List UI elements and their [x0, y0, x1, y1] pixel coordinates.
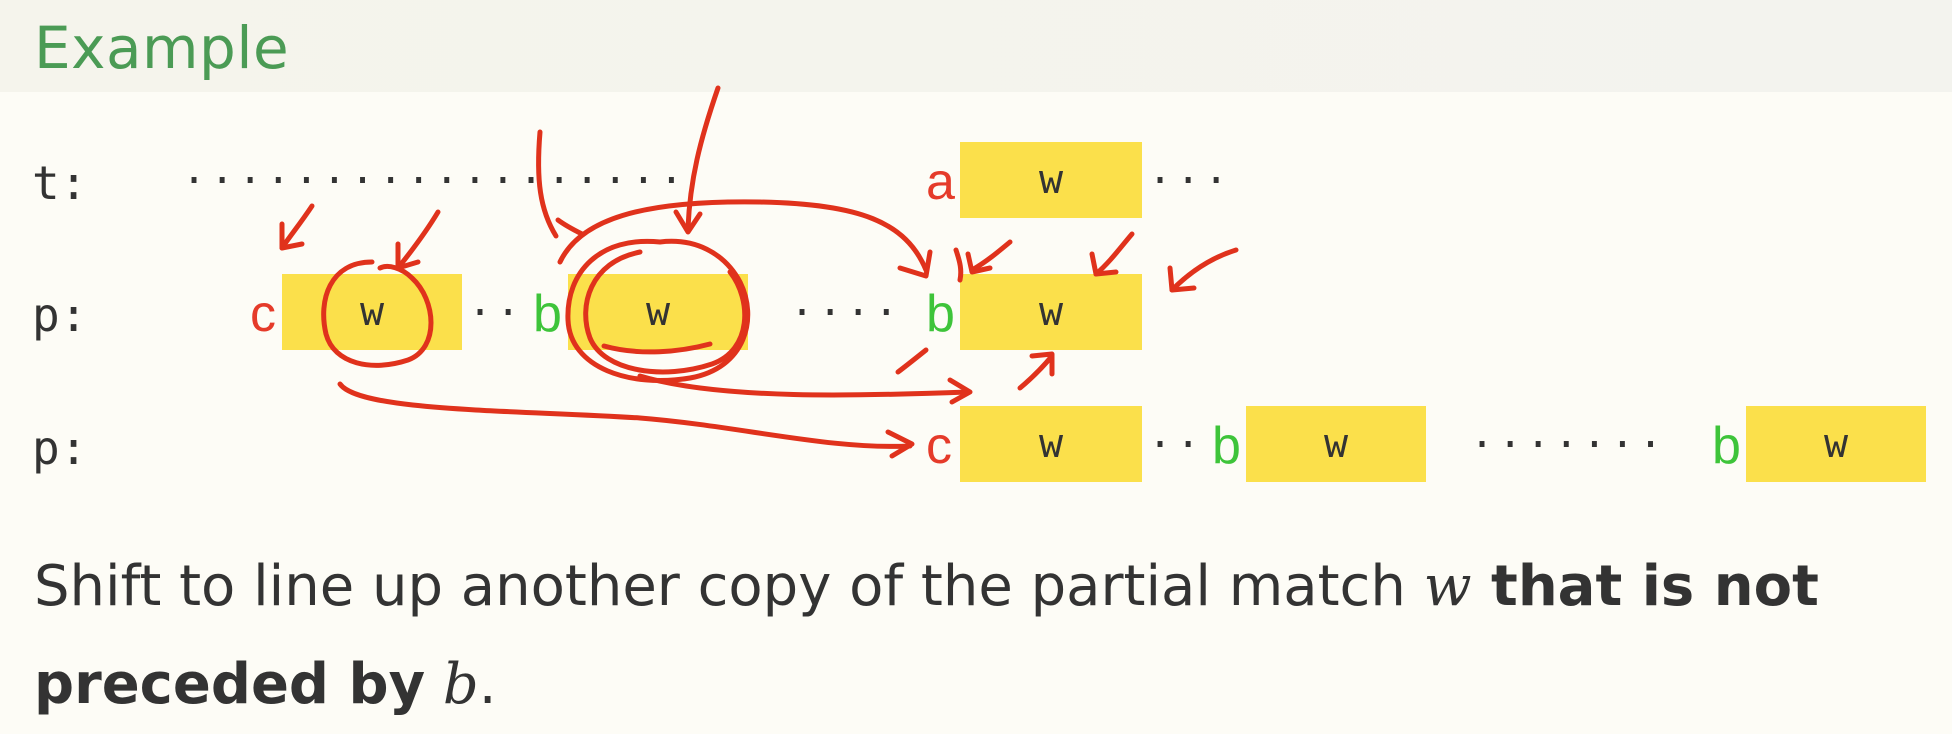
row-p2-box-w3: w: [1746, 406, 1926, 482]
row-p2-char-b2: b: [1712, 417, 1741, 475]
ink-arrow-4-head: [965, 251, 993, 275]
caption-text-1: Shift to line up another copy of the par…: [34, 554, 1424, 619]
ink-arrow-2-head: [395, 241, 421, 271]
ink-arc-top: [557, 199, 929, 273]
ink-curve-w1-to-p2: [337, 381, 913, 449]
ink-stroke-v2-head: [673, 209, 703, 235]
ink-curve-w2-head: [947, 377, 973, 405]
ink-circle-w2-outer: [565, 238, 751, 383]
row-p1-box-w2: w: [568, 274, 748, 350]
ink-arrow-2: [395, 209, 441, 271]
row-p1-label: p:: [32, 288, 88, 342]
caption-period: .: [478, 652, 497, 717]
ink-arrow-7: [895, 347, 929, 375]
ink-arc-top-head: [897, 249, 933, 279]
row-t-dots: ..................: [182, 147, 688, 193]
caption-bold-2: preceded by: [34, 652, 426, 717]
row-p1-char-c: c: [250, 285, 276, 343]
ink-arrow-6: [1169, 247, 1239, 293]
row-p1-char-b2: b: [926, 285, 955, 343]
ink-arrow-6-head: [1167, 265, 1197, 293]
caption: Shift to line up another copy of the par…: [34, 538, 1934, 734]
ink-arrow-8-head: [1029, 351, 1055, 377]
row-p2-char-c: c: [926, 417, 952, 475]
ink-stroke-v1-head: [555, 217, 585, 237]
ink-arrow-5-head: [1089, 251, 1119, 277]
ink-annotations: [279, 85, 1239, 459]
ink-stroke-v1: [536, 129, 559, 239]
ink-circle-w1: [321, 259, 434, 368]
row-p2-dots2: .......: [1470, 411, 1667, 457]
caption-var-b: b: [442, 652, 479, 717]
ink-arrow-8: [1017, 353, 1055, 391]
row-p1-dots1: ..: [468, 279, 525, 325]
slide-title: Example: [34, 14, 290, 82]
row-p1-char-b1: b: [533, 285, 562, 343]
caption-var-w: w: [1423, 554, 1472, 619]
title-band: [0, 0, 1952, 92]
row-p2-dots1: ..: [1148, 411, 1205, 457]
ink-arrow-5: [1093, 231, 1135, 277]
ink-arrow-1: [279, 203, 315, 251]
ink-curve-w2-to-p2: [637, 373, 971, 398]
row-p1-box-w3: w: [960, 274, 1142, 350]
ink-arrow-1-head: [279, 221, 305, 251]
caption-bold-1: that is not: [1471, 554, 1819, 619]
row-p2-box-w2: w: [1246, 406, 1426, 482]
row-t-char-a: a: [926, 153, 955, 211]
ink-curve-w1-head: [885, 429, 915, 459]
ink-circle-w2-inner: [583, 249, 748, 375]
row-p2-box-w1: w: [960, 406, 1142, 482]
row-p2-char-b1: b: [1212, 417, 1241, 475]
row-p2-label: p:: [32, 421, 88, 475]
ink-stroke-v2: [685, 85, 721, 231]
ink-arrow-3: [953, 247, 964, 283]
ink-scribble-w2: [601, 341, 713, 355]
row-t-box-w: w: [960, 142, 1142, 218]
ink-arrow-4: [969, 239, 1013, 273]
row-t-label: t:: [32, 156, 88, 210]
row-t-tail: ...: [1148, 147, 1233, 193]
row-p1-dots2: ....: [790, 279, 903, 325]
